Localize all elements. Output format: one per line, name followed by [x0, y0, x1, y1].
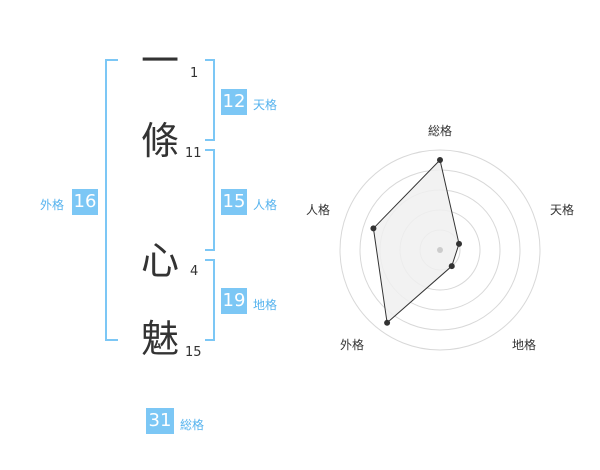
gaikaku-label: 外格	[40, 198, 65, 212]
radar-point-5	[370, 225, 377, 232]
soukaku-label: 総格	[180, 418, 205, 432]
radar-label-gaikaku: 外格	[340, 338, 365, 352]
radar-data-polygon	[372, 158, 460, 324]
radar-center-dot	[437, 247, 443, 253]
radar-label-tenkaku: 天格	[550, 203, 575, 217]
radar-label-soukaku: 総格	[428, 124, 453, 138]
radar-point-4	[384, 319, 391, 326]
name-char-4: 魅	[141, 317, 180, 361]
name-char-1: 一	[141, 39, 180, 83]
name-char-3: 心	[141, 239, 180, 283]
chikaku-value-badge: 19	[221, 288, 247, 314]
jinkaku-value-badge: 15	[221, 189, 247, 215]
stroke-count-2: 11	[185, 146, 202, 161]
radar-grid-ring-1	[339, 149, 541, 351]
chikaku-label: 地格	[253, 298, 278, 312]
radar-point-1	[437, 157, 443, 163]
radar-point-3	[448, 263, 455, 270]
tenkaku-label: 天格	[253, 98, 278, 112]
radar-label-jinkaku: 人格	[306, 203, 331, 217]
stroke-count-1: 1	[190, 66, 199, 81]
soukaku-value-badge: 31	[146, 408, 174, 434]
tenkaku-value-badge: 12	[221, 89, 247, 115]
jinkaku-label: 人格	[253, 198, 278, 212]
stroke-count-4: 15	[185, 345, 202, 360]
name-char-2: 條	[141, 119, 180, 163]
gaikaku-value-badge: 16	[72, 189, 98, 215]
radar-point-2	[456, 240, 463, 247]
stroke-count-3: 4	[190, 264, 199, 279]
radar-label-chikaku: 地格	[512, 338, 537, 352]
